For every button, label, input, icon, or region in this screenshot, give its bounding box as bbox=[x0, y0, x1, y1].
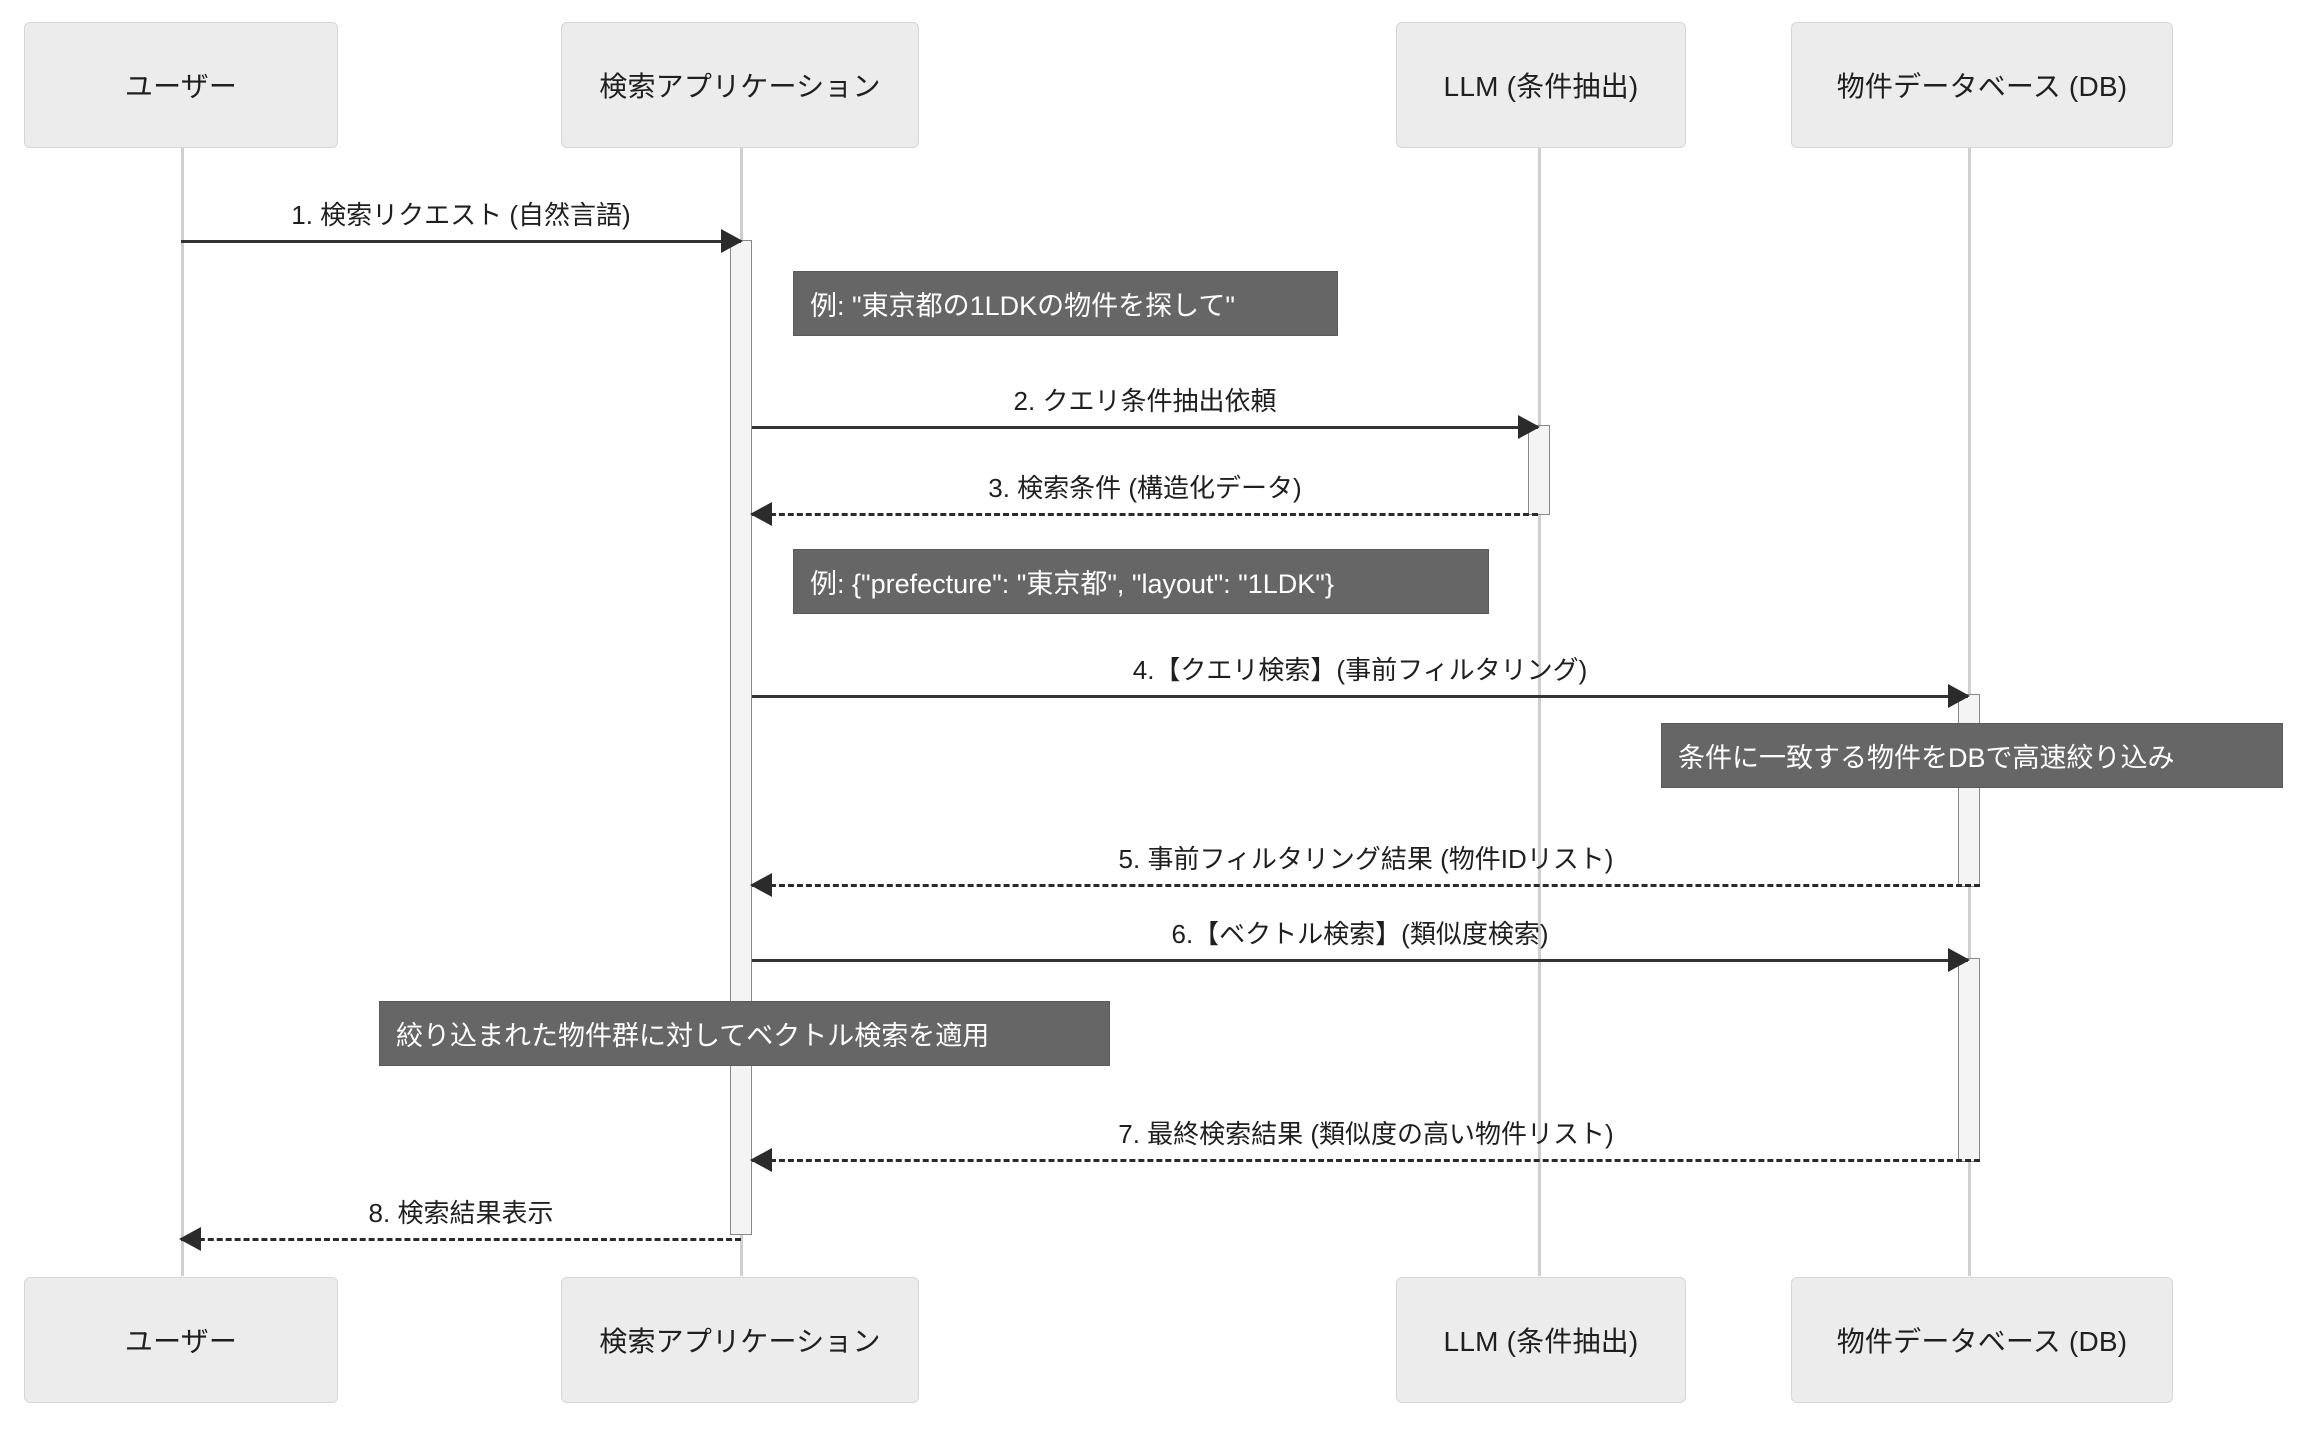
participant-db-top[interactable]: 物件データベース (DB) bbox=[1791, 22, 2173, 148]
arrowhead-right-icon bbox=[1948, 948, 1970, 972]
message-line bbox=[181, 1238, 741, 1241]
message-line bbox=[752, 513, 1538, 516]
message-label: 8. 検索結果表示 bbox=[368, 1198, 554, 1228]
participant-label: LLM (条件抽出) bbox=[1443, 71, 1639, 102]
participant-llm-top[interactable]: LLM (条件抽出) bbox=[1396, 22, 1686, 148]
message-line bbox=[752, 884, 1980, 887]
message-line bbox=[752, 426, 1538, 429]
note-text: 条件に一致する物件をDBで高速絞り込み bbox=[1678, 743, 2175, 773]
message-label: 2. クエリ条件抽出依頼 bbox=[1013, 386, 1277, 416]
participant-label: 検索アプリケーション bbox=[599, 1326, 881, 1357]
arrowhead-left-icon bbox=[750, 502, 772, 526]
arrowhead-right-icon bbox=[721, 229, 743, 253]
participant-app-top[interactable]: 検索アプリケーション bbox=[561, 22, 919, 148]
message-line bbox=[181, 240, 741, 243]
message-line bbox=[752, 695, 1968, 698]
participant-llm-bottom[interactable]: LLM (条件抽出) bbox=[1396, 1277, 1686, 1403]
arrowhead-right-icon bbox=[1518, 415, 1540, 439]
participant-label: ユーザー bbox=[124, 71, 238, 102]
arrowhead-left-icon bbox=[750, 873, 772, 897]
participant-label: LLM (条件抽出) bbox=[1443, 1326, 1639, 1357]
participant-label: ユーザー bbox=[124, 1326, 238, 1357]
arrowhead-left-icon bbox=[750, 1148, 772, 1172]
note-text: 例: "東京都の1LDKの物件を探して" bbox=[810, 291, 1235, 321]
message-label: 6.【ベクトル検索】(類似度検索) bbox=[1171, 919, 1549, 949]
note-over-db-filtering: 条件に一致する物件をDBで高速絞り込み bbox=[1661, 723, 2283, 788]
participant-label: 物件データベース (DB) bbox=[1836, 71, 2128, 102]
participant-db-bottom[interactable]: 物件データベース (DB) bbox=[1791, 1277, 2173, 1403]
message-label: 1. 検索リクエスト (自然言語) bbox=[291, 200, 631, 230]
note-text: 絞り込まれた物件群に対してベクトル検索を適用 bbox=[396, 1021, 990, 1051]
arrowhead-right-icon bbox=[1948, 684, 1970, 708]
message-label: 4.【クエリ検索】(事前フィルタリング) bbox=[1132, 655, 1588, 685]
message-label: 7. 最終検索結果 (類似度の高い物件リスト) bbox=[1118, 1119, 1614, 1149]
activation-app bbox=[730, 240, 752, 1235]
message-line bbox=[752, 959, 1968, 962]
note-over-app-example-json: 例: {"prefecture": "東京都", "layout": "1LDK… bbox=[793, 549, 1489, 614]
lifeline-llm bbox=[1538, 148, 1541, 1276]
note-over-app-vector-search: 絞り込まれた物件群に対してベクトル検索を適用 bbox=[379, 1001, 1110, 1066]
participant-label: 物件データベース (DB) bbox=[1836, 1326, 2128, 1357]
participant-label: 検索アプリケーション bbox=[599, 71, 881, 102]
participant-user-top[interactable]: ユーザー bbox=[24, 22, 338, 148]
message-line bbox=[752, 1159, 1980, 1162]
lifeline-user bbox=[181, 148, 184, 1276]
note-over-app-example-query: 例: "東京都の1LDKの物件を探して" bbox=[793, 271, 1338, 336]
arrowhead-left-icon bbox=[179, 1227, 201, 1251]
note-text: 例: {"prefecture": "東京都", "layout": "1LDK… bbox=[810, 569, 1334, 599]
message-label: 3. 検索条件 (構造化データ) bbox=[988, 473, 1302, 503]
participant-app-bottom[interactable]: 検索アプリケーション bbox=[561, 1277, 919, 1403]
participant-user-bottom[interactable]: ユーザー bbox=[24, 1277, 338, 1403]
message-label: 5. 事前フィルタリング結果 (物件IDリスト) bbox=[1118, 844, 1614, 874]
